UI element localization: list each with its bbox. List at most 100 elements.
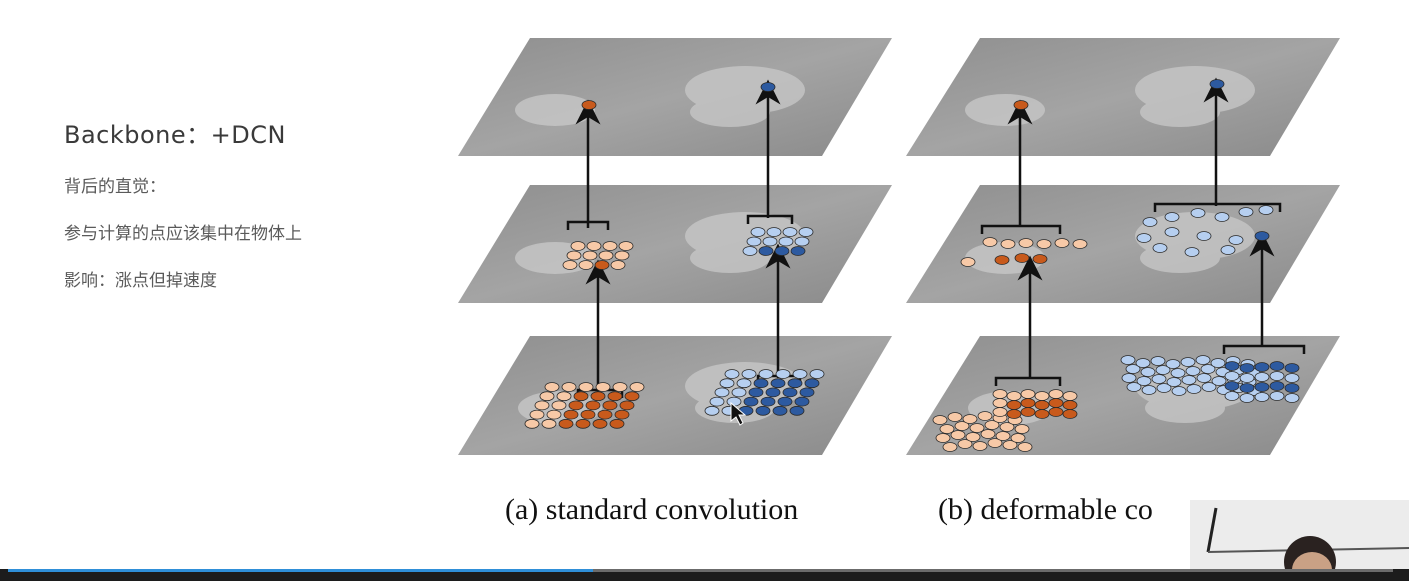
bottom-point-blue (1165, 359, 1181, 369)
bottom-point-orange (939, 424, 955, 434)
bottom-point-orange (607, 391, 623, 402)
bottom-point-blue (765, 387, 781, 398)
bottom-point-orange (609, 418, 625, 429)
bottom-point-blue (1211, 376, 1227, 386)
bottom-point-orange (561, 382, 577, 392)
bottom-point-blue (1269, 361, 1285, 371)
mid-point-blue (758, 246, 774, 256)
plane-bottom-a (458, 336, 892, 455)
bottom-point-orange (932, 415, 948, 425)
bottom-point-blue (1196, 373, 1212, 383)
mid-point-orange (566, 250, 582, 261)
mid-point-orange (610, 260, 626, 270)
bottom-point-orange (556, 391, 572, 402)
bottom-point-orange (1062, 391, 1078, 401)
presenter-video (1190, 500, 1409, 569)
mid-point-orange (570, 241, 586, 251)
bottom-point-blue (1239, 393, 1255, 403)
video-progress-remaining[interactable] (593, 569, 1393, 572)
bottom-point-orange (1010, 433, 1026, 443)
output-point-orange (581, 100, 597, 110)
bottom-point-blue (753, 378, 769, 389)
bottom-point-orange (612, 382, 628, 392)
bottom-point-blue (1140, 367, 1156, 377)
bottom-point-orange (992, 398, 1008, 408)
bottom-point-orange (935, 433, 951, 443)
mid-point-orange (586, 241, 602, 251)
bottom-point-blue (743, 396, 759, 407)
bottom-point-orange (942, 442, 958, 452)
video-progress-bar[interactable] (0, 569, 1409, 581)
bottom-point-orange (950, 430, 966, 440)
bottom-point-blue (1136, 376, 1152, 386)
plane-mid-b (906, 185, 1340, 303)
mid-point-blue (1214, 212, 1230, 222)
mid-point-orange (1018, 238, 1034, 248)
bottom-point-orange (1034, 409, 1050, 419)
bottom-point-orange (1048, 407, 1064, 417)
mid-point-blue (1238, 207, 1254, 217)
mid-point-blue (1258, 205, 1274, 215)
bottom-point-orange (1006, 391, 1022, 401)
bottom-point-orange (590, 391, 606, 402)
bottom-point-orange (1048, 389, 1064, 399)
bottom-point-blue (1185, 366, 1201, 376)
bottom-point-orange (534, 400, 550, 411)
bottom-point-orange (580, 409, 596, 420)
video-progress-played[interactable] (8, 569, 593, 572)
bottom-point-blue (792, 369, 808, 379)
bottom-point-blue (1180, 357, 1196, 367)
bottom-point-blue (1210, 358, 1226, 368)
mid-point-blue (1228, 235, 1244, 245)
output-point-blue (760, 82, 776, 92)
bottom-point-orange (987, 438, 1003, 448)
bottom-point-blue (1254, 392, 1270, 402)
bottom-point-orange (1006, 400, 1022, 410)
bottom-point-orange (977, 411, 993, 421)
mid-point-orange (614, 250, 630, 261)
bottom-point-orange (573, 391, 589, 402)
bottom-point-blue (1269, 391, 1285, 401)
bottom-point-blue (748, 387, 764, 398)
bottom-point-orange (614, 409, 630, 420)
bottom-point-blue (719, 378, 735, 389)
slide-text-block: Backbone：+DCN 背后的直觉： 参与计算的点应该集中在物体上 影响：涨… (64, 115, 302, 313)
mid-point-orange (582, 250, 598, 261)
bottom-point-blue (772, 405, 788, 416)
bottom-point-orange (992, 389, 1008, 399)
mid-point-orange (994, 255, 1010, 265)
bottom-point-orange (972, 441, 988, 451)
arrows-and-braces (566, 77, 1306, 398)
bottom-point-orange (575, 418, 591, 429)
mid-point-blue (782, 227, 798, 237)
bottom-point-blue (1239, 363, 1255, 373)
bottom-point-blue (1284, 363, 1300, 373)
bottom-point-blue (1195, 355, 1211, 365)
bottom-point-orange (1017, 442, 1033, 452)
bottom-point-blue (1269, 371, 1285, 381)
mid-point-blue (1142, 217, 1158, 227)
bottom-point-blue (1224, 381, 1240, 391)
mid-point-orange (562, 260, 578, 270)
bottom-point-blue (770, 378, 786, 389)
mid-point-blue (774, 246, 790, 256)
bottom-point-orange (947, 412, 963, 422)
bottom-point-orange (1020, 407, 1036, 417)
bottom-point-blue (1239, 373, 1255, 383)
mid-point-orange (594, 260, 610, 270)
sampling-points (524, 79, 1300, 452)
bottom-point-blue (1120, 355, 1136, 365)
bottom-point-orange (1062, 409, 1078, 419)
bottom-point-orange (544, 382, 560, 392)
bottom-point-orange (568, 400, 584, 411)
bottom-point-blue (1141, 385, 1157, 395)
bottom-point-orange (957, 439, 973, 449)
bottom-point-blue (1284, 373, 1300, 383)
bottom-point-blue (758, 369, 774, 379)
bottom-point-blue (1156, 383, 1172, 393)
bottom-point-orange (529, 409, 545, 420)
bottom-point-blue (1135, 358, 1151, 368)
bottom-point-blue (1254, 362, 1270, 372)
bottom-point-blue (775, 369, 791, 379)
bottom-point-blue (1254, 372, 1270, 382)
